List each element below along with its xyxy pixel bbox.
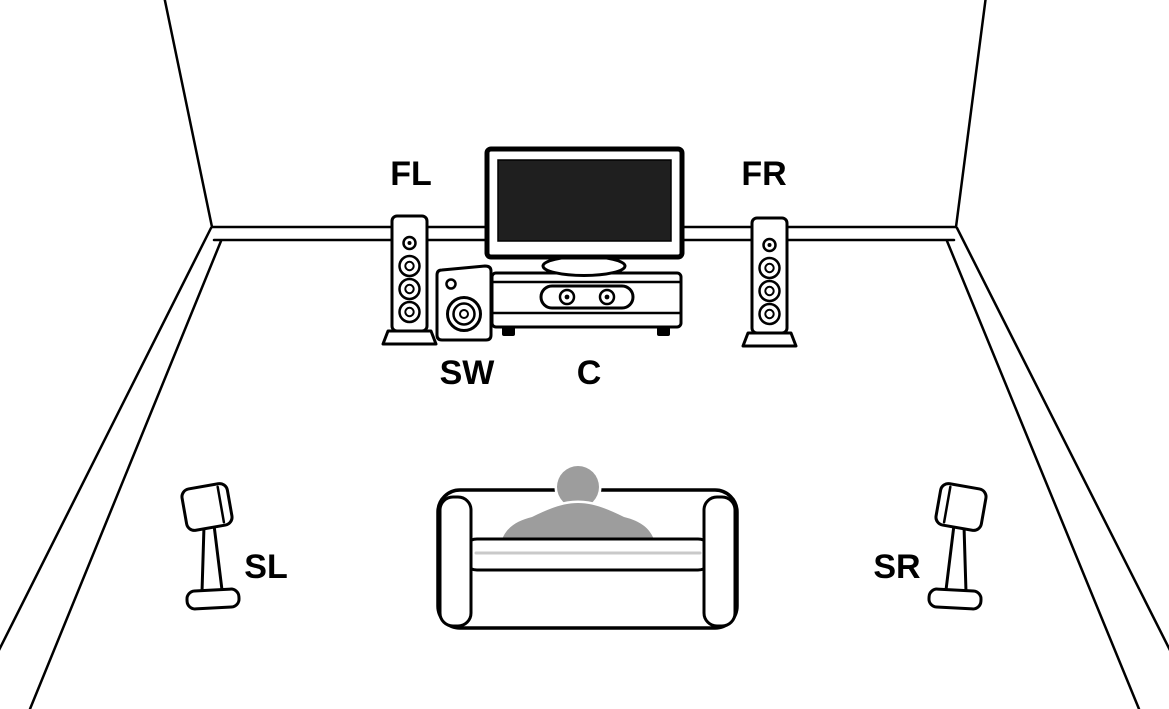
center-speaker-driver-right-dot bbox=[604, 294, 610, 300]
tv-screen bbox=[497, 159, 672, 242]
left-floor-edge-outer bbox=[0, 226, 213, 651]
subwoofer-driver-cap bbox=[459, 309, 469, 319]
surround-left-speaker bbox=[180, 482, 241, 611]
label-front-right: FR bbox=[741, 155, 786, 193]
front-left-woofer-3-inner bbox=[404, 306, 415, 318]
front-right-tweeter bbox=[762, 237, 777, 253]
front-left-tweeter bbox=[402, 235, 417, 251]
subwoofer-driver-outer bbox=[446, 296, 482, 332]
subwoofer bbox=[435, 264, 493, 342]
surround-right-stand bbox=[944, 523, 968, 594]
front-right-speaker-body bbox=[750, 216, 789, 335]
label-front-left: FL bbox=[390, 155, 432, 193]
front-right-speaker-base bbox=[741, 331, 798, 348]
front-left-woofer-3 bbox=[398, 300, 421, 324]
front-right-woofer-2 bbox=[758, 279, 781, 303]
front-right-tweeter-dot bbox=[767, 243, 772, 247]
label-subwoofer: SW bbox=[440, 354, 496, 392]
left-wall-corner-line bbox=[163, 0, 214, 229]
surround-right-speaker bbox=[927, 482, 988, 611]
subwoofer-driver-mid bbox=[452, 302, 476, 326]
front-left-speaker bbox=[381, 214, 438, 346]
front-right-woofer-1 bbox=[758, 256, 781, 280]
front-left-woofer-2 bbox=[398, 277, 421, 301]
center-speaker-driver-left-dot bbox=[564, 294, 570, 300]
label-surround-left: SL bbox=[244, 548, 287, 586]
label-surround-right: SR bbox=[873, 548, 920, 586]
front-left-speaker-base bbox=[381, 329, 438, 346]
center-speaker bbox=[539, 284, 635, 310]
left-floor-edge-inner bbox=[28, 239, 223, 709]
center-speaker-body bbox=[539, 284, 635, 310]
sofa-armrest-left bbox=[438, 495, 473, 628]
subwoofer-port bbox=[445, 278, 457, 290]
front-left-tweeter-dot bbox=[407, 241, 412, 245]
front-left-woofer-1 bbox=[398, 254, 421, 278]
surround-right-baffle-line bbox=[942, 485, 952, 524]
surround-right-base bbox=[927, 587, 983, 611]
front-right-speaker bbox=[741, 216, 798, 348]
labels: FL FR SW C SL SR bbox=[244, 155, 920, 586]
right-floor-edge-outer bbox=[955, 226, 1169, 651]
surround-left-stand bbox=[200, 523, 224, 594]
right-wall-corner-line bbox=[954, 0, 987, 229]
front-left-woofer-2-inner bbox=[404, 283, 415, 295]
front-right-woofer-3-inner bbox=[764, 308, 775, 320]
sofa-armrest-right bbox=[702, 495, 737, 628]
surround-left-base bbox=[185, 587, 241, 611]
right-floor-edge-inner bbox=[945, 239, 1141, 709]
sofa bbox=[436, 463, 739, 630]
surround-right-head bbox=[934, 482, 988, 532]
tv bbox=[484, 146, 685, 277]
front-left-woofer-1-inner bbox=[404, 260, 415, 272]
label-center: C bbox=[577, 354, 602, 392]
front-right-woofer-3 bbox=[758, 302, 781, 326]
surround-left-head bbox=[180, 482, 234, 532]
front-right-woofer-2-inner bbox=[764, 285, 775, 297]
front-right-woofer-1-inner bbox=[764, 262, 775, 274]
surround-left-baffle-line bbox=[216, 485, 226, 524]
front-left-speaker-body bbox=[390, 214, 429, 333]
